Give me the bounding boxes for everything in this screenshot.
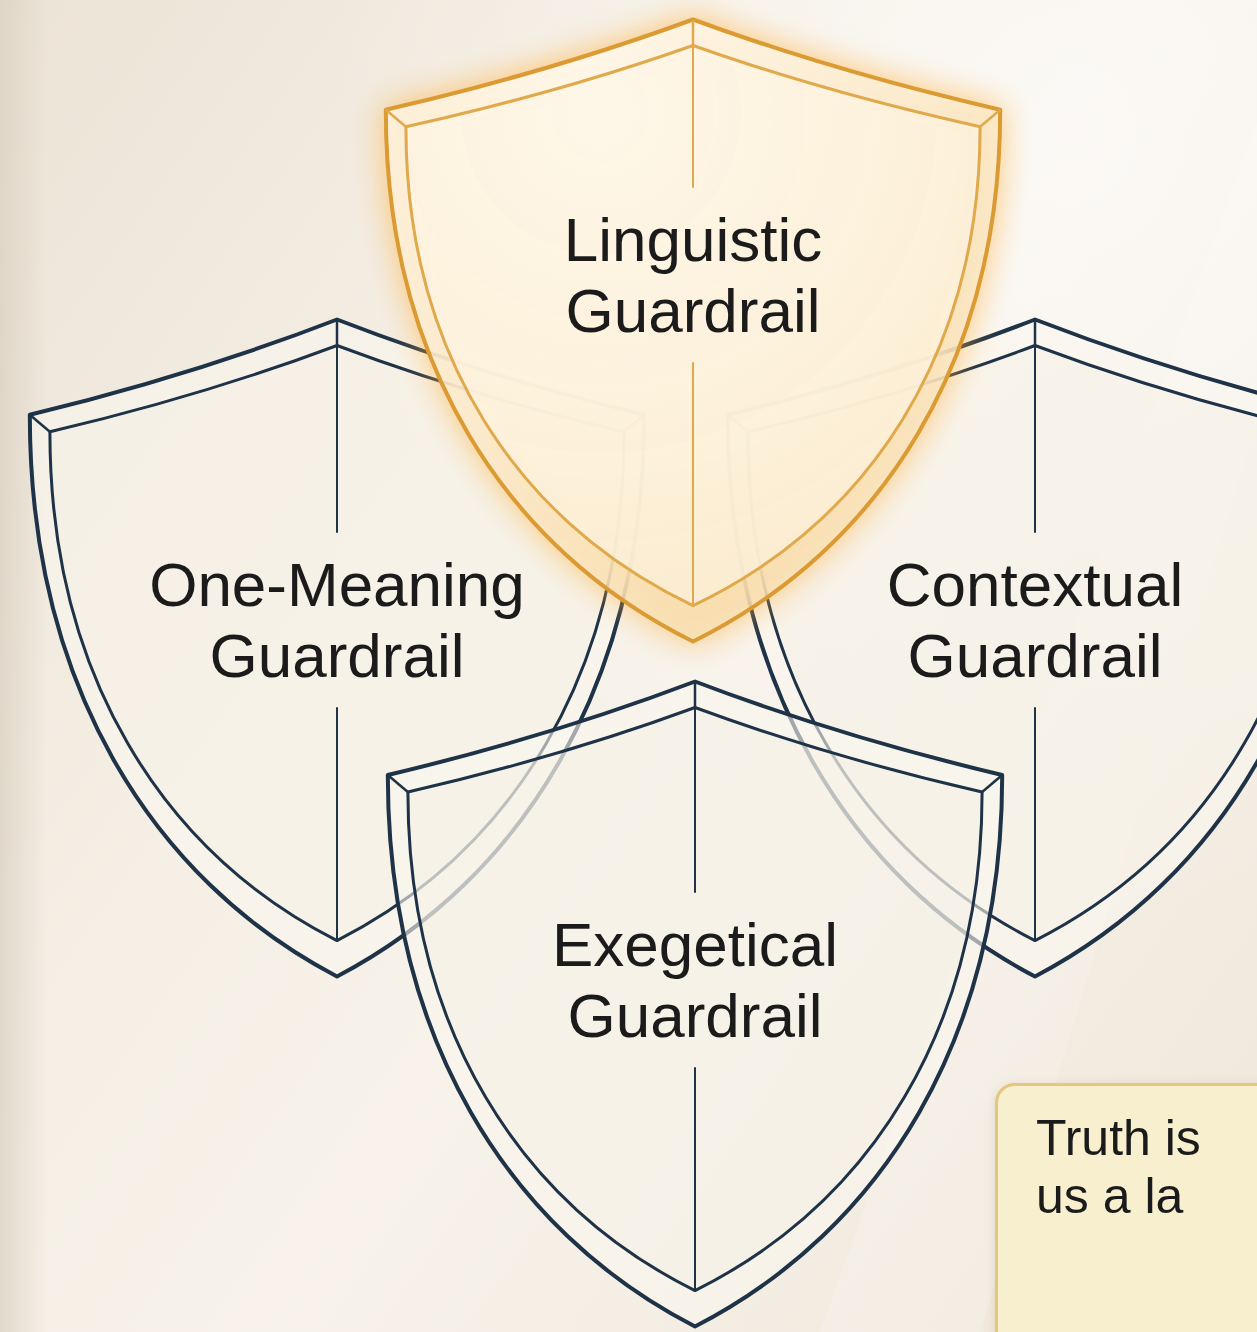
shield-center-line: [336, 707, 338, 940]
shield-label: Exegetical Guardrail: [480, 909, 910, 1052]
shield-inner-rim: [406, 46, 980, 606]
shield-bevel: [980, 110, 1000, 127]
shield-label: Contextual Guardrail: [820, 549, 1250, 692]
shield-center-line: [692, 46, 694, 188]
shield-rim: [388, 682, 1002, 1327]
shield-bevel: [1034, 320, 1037, 346]
shield-rim: [30, 320, 644, 977]
shield-bevel: [624, 415, 644, 432]
shield-label: One-Meaning Guardrail: [122, 549, 552, 692]
note-box: Truth is us a la: [995, 1083, 1257, 1332]
shield-rim: [728, 320, 1257, 977]
shield-bevel: [728, 415, 748, 432]
shield-center-line: [694, 708, 696, 893]
shield-center-line: [692, 362, 694, 605]
shield-node: Exegetical Guardrail: [380, 680, 1010, 1328]
shield-bevel: [388, 775, 408, 792]
shield-rim: [386, 20, 1000, 642]
shield-bevel: [694, 682, 697, 708]
shield-center-line: [336, 346, 338, 533]
note-text: Truth is us a la: [1036, 1110, 1241, 1225]
shield-label: Linguistic Guardrail: [478, 204, 908, 347]
shield-center-line: [694, 1067, 696, 1290]
shield-center-line: [1034, 707, 1036, 940]
light-ray: [820, 120, 1257, 1332]
shield-bevel: [336, 320, 339, 346]
shield-center-line: [1034, 346, 1036, 533]
shield-node: Linguistic Guardrail: [378, 18, 1008, 643]
shield-bevel: [30, 415, 50, 432]
shield-bevel: [692, 20, 695, 46]
shield-node: One-Meaning Guardrail: [22, 318, 652, 978]
shield-bevel: [982, 775, 1002, 792]
shield-inner-rim: [748, 346, 1257, 941]
background-shade: [0, 0, 48, 1332]
shield-node: Contextual Guardrail: [720, 318, 1257, 978]
shield-bevel: [386, 110, 406, 127]
shield-inner-rim: [408, 708, 982, 1291]
shield-inner-rim: [50, 346, 624, 941]
